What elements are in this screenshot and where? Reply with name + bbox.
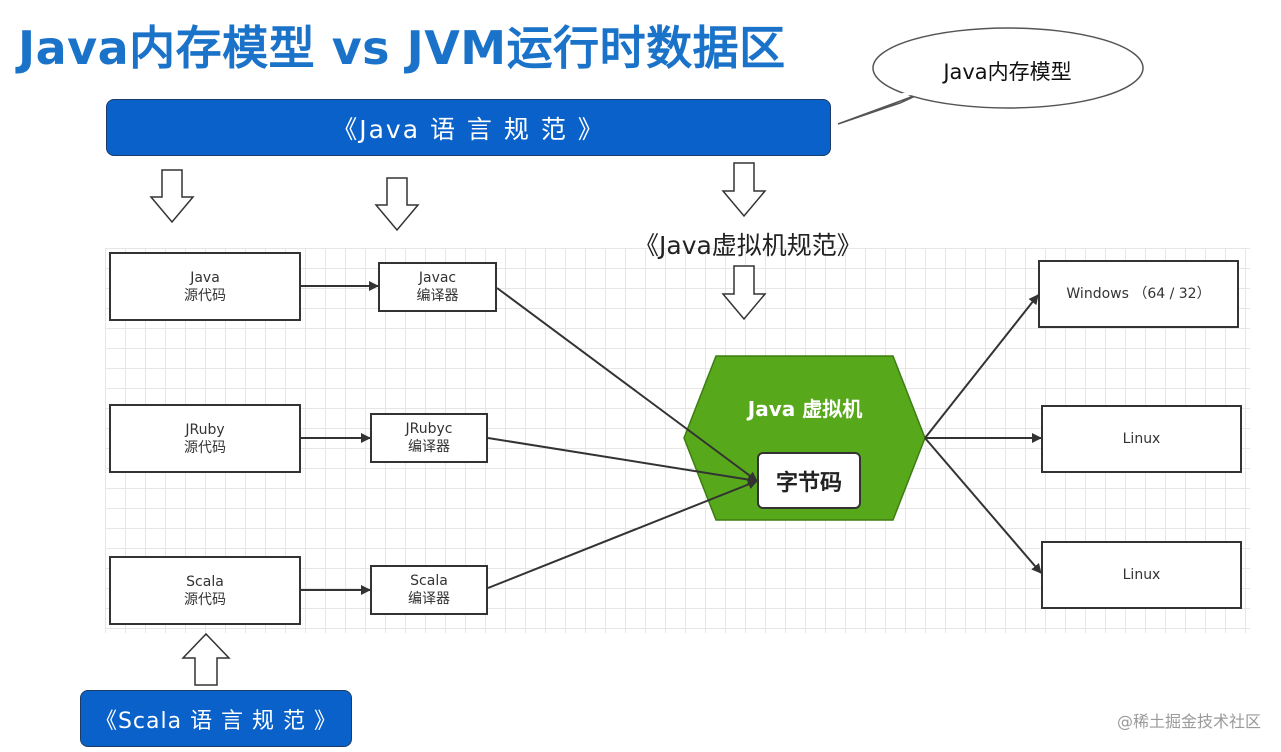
jrubyc-compiler-label: 编译器 bbox=[408, 439, 450, 455]
linux-platform-box-2: Linux bbox=[1041, 541, 1242, 609]
down-arrow-4 bbox=[721, 265, 767, 321]
page-title: Java内存模型 vs JVM运行时数据区 bbox=[18, 21, 786, 75]
scala-source-box: Scala 源代码 bbox=[109, 556, 301, 625]
bytecode-box: 字节码 bbox=[757, 452, 861, 509]
jruby-source-box: JRuby 源代码 bbox=[109, 404, 301, 473]
javac-compiler-label: 编译器 bbox=[416, 288, 459, 304]
arrow-javac-to-bytecode bbox=[496, 287, 758, 482]
watermark: @稀土掘金技术社区 bbox=[1116, 712, 1261, 731]
jrubyc-compiler-name: JRubyc bbox=[405, 421, 453, 437]
speech-bubble-ellipse bbox=[872, 27, 1144, 109]
scala-compiler-box: Scala 编译器 bbox=[370, 565, 488, 615]
linux-platform-box-1: Linux bbox=[1041, 405, 1242, 473]
scala-source-label: 源代码 bbox=[184, 591, 226, 608]
up-arrow-scala bbox=[181, 632, 231, 686]
javac-compiler-box: Javac 编译器 bbox=[378, 262, 497, 312]
scala-source-name: Scala bbox=[186, 573, 224, 590]
arrow-jvm-to-linux-2 bbox=[924, 437, 1042, 574]
arrow-jvm-to-windows bbox=[924, 294, 1039, 439]
javac-compiler-name: Javac bbox=[418, 270, 457, 286]
jruby-source-name: JRuby bbox=[185, 421, 225, 438]
jvm-spec-label: 《Java虚拟机规范》 bbox=[634, 231, 862, 260]
down-arrow-3 bbox=[721, 162, 767, 218]
scala-compiler-label: 编译器 bbox=[408, 591, 450, 607]
java-language-spec-banner: 《Java 语 言 规 范 》 bbox=[106, 99, 831, 156]
java-source-box: Java 源代码 bbox=[109, 252, 301, 321]
down-arrow-2 bbox=[374, 177, 420, 232]
jrubyc-compiler-box: JRubyc 编译器 bbox=[370, 413, 488, 463]
arrow-scalac-to-bytecode bbox=[487, 479, 758, 589]
scala-compiler-name: Scala bbox=[410, 573, 448, 589]
jvm-title: Java 虚拟机 bbox=[747, 397, 863, 421]
java-source-name: Java bbox=[190, 269, 220, 286]
windows-platform-box: Windows （64 / 32） bbox=[1038, 260, 1239, 328]
scala-language-spec-banner: 《Scala 语 言 规 范 》 bbox=[80, 690, 352, 747]
arrow-jrubyc-to-bytecode bbox=[487, 437, 758, 485]
speech-bubble-shape bbox=[837, 92, 923, 125]
speech-bubble-text: Java内存模型 bbox=[943, 60, 1072, 84]
java-source-label: 源代码 bbox=[184, 287, 226, 304]
down-arrow-1 bbox=[149, 169, 195, 224]
jruby-source-label: 源代码 bbox=[184, 439, 226, 456]
